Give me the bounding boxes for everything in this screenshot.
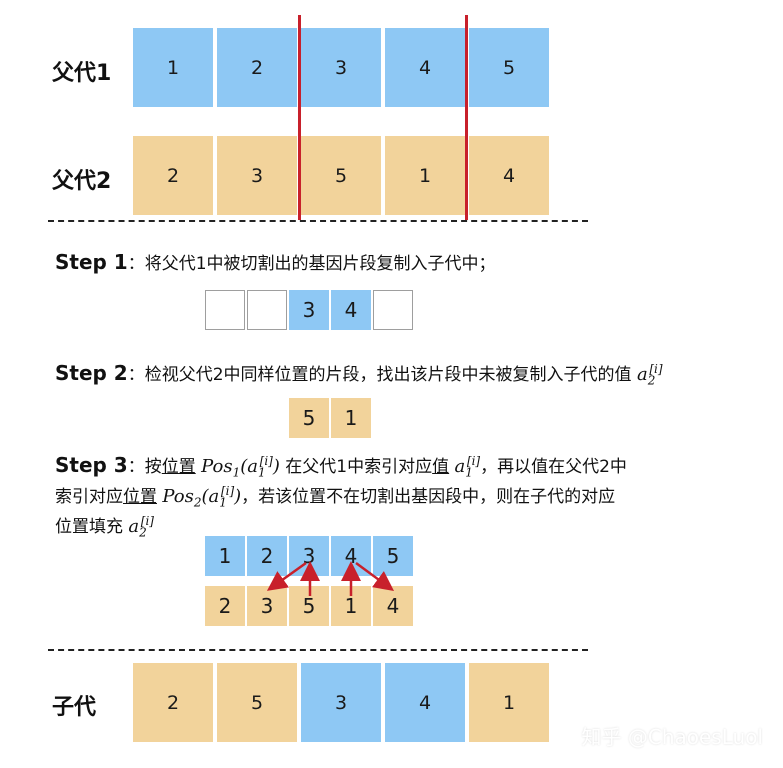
step3-top-gene-1: 1 xyxy=(205,536,245,576)
step3-text-line3: 位置填充 xyxy=(55,517,129,537)
parent2-gene-2: 3 xyxy=(217,136,297,215)
child-gene-3: 3 xyxy=(301,663,381,742)
parent1-gene-5: 5 xyxy=(469,28,549,107)
step1-gene-5 xyxy=(373,290,413,330)
step3-text-line2-c: ，若该位置不在切割出基因段中，则在子代的对应 xyxy=(241,487,616,507)
step3-math-pos2: Pos2(a1[i]) xyxy=(162,484,242,510)
watermark: 知乎 @ChaoesLuol xyxy=(581,725,763,749)
arrow-3-to-3 xyxy=(266,561,307,591)
step3-text-a: ：按 xyxy=(127,457,162,477)
step2-gene-1: 5 xyxy=(289,398,329,438)
parent2-gene-4: 1 xyxy=(385,136,465,215)
step1-gene-2 xyxy=(247,290,287,330)
step1-text: Step 1：将父代1中被切割出的基因片段复制入子代中； xyxy=(55,247,496,278)
step3-top-gene-2: 2 xyxy=(247,536,287,576)
step3-text-position: 位置 xyxy=(161,457,196,477)
step2-gene-2: 1 xyxy=(331,398,371,438)
step2-title: Step 2 xyxy=(55,361,128,385)
parent2-label: 父代2 xyxy=(52,169,112,194)
step2-text: Step 2：检视父代2中同样位置的片段，找出该片段中未被复制入子代的值 a2[… xyxy=(55,358,663,390)
arrow-4-to-4 xyxy=(355,561,395,591)
step1-title: Step 1 xyxy=(55,250,128,274)
step3-math-pos1: Pos1(a1[i]) xyxy=(201,454,280,480)
step1-description: ：将父代1中被切割出的基因片段复制入子代中； xyxy=(127,254,496,274)
step1-gene-3: 3 xyxy=(289,290,329,330)
cut-line-left xyxy=(298,15,301,220)
step3-bottom-gene-1: 2 xyxy=(205,586,245,626)
step2-math-a2i: a2[i] xyxy=(636,362,663,388)
step1-gene-1 xyxy=(205,290,245,330)
step3-text-line2-position: 位置 xyxy=(123,487,157,507)
step3-line-3: 位置填充 a2[i] xyxy=(55,512,154,542)
parent2-gene-1: 2 xyxy=(133,136,213,215)
step1-gene-4: 4 xyxy=(331,290,371,330)
parent1-gene-3: 3 xyxy=(301,28,381,107)
step3-bottom-gene-2: 3 xyxy=(247,586,287,626)
step3-math-a2i: a2[i] xyxy=(128,514,154,540)
parent1-gene-4: 4 xyxy=(385,28,465,107)
step3-text-line2-a: 索引对应 xyxy=(55,487,123,507)
child-gene-1: 2 xyxy=(133,663,213,742)
step3-bottom-gene-5: 4 xyxy=(373,586,413,626)
step3-text-value: 值 xyxy=(432,457,450,477)
child-gene-5: 1 xyxy=(469,663,549,742)
child-gene-4: 4 xyxy=(385,663,465,742)
parent1-gene-1: 1 xyxy=(133,28,213,107)
step3-top-gene-5: 5 xyxy=(373,536,413,576)
parent1-label: 父代1 xyxy=(52,61,112,86)
step3-text-c: 在父代1中索引对应 xyxy=(279,457,433,477)
step3-text-e: ，再以值在父代2中 xyxy=(480,457,627,477)
divider-top xyxy=(48,220,588,222)
step2-description: ：检视父代2中同样位置的片段，找出该片段中未被复制入子代的值 xyxy=(127,365,637,385)
divider-bottom xyxy=(48,649,588,651)
child-label: 子代 xyxy=(52,695,97,720)
parent1-gene-2: 2 xyxy=(217,28,297,107)
parent2-gene-5: 4 xyxy=(469,136,549,215)
step3-math-a1i: a1[i] xyxy=(454,454,481,480)
cut-line-right xyxy=(465,15,468,220)
step3-title: Step 3 xyxy=(55,453,128,477)
parent2-gene-3: 5 xyxy=(301,136,381,215)
child-gene-2: 5 xyxy=(217,663,297,742)
step3-line-1: Step 3：按位置 Pos1(a1[i]) 在父代1中索引对应值 a1[i]，… xyxy=(55,450,627,482)
step3-line-2: 索引对应位置 Pos2(a1[i])，若该位置不在切割出基因段中，则在子代的对应 xyxy=(55,482,615,512)
